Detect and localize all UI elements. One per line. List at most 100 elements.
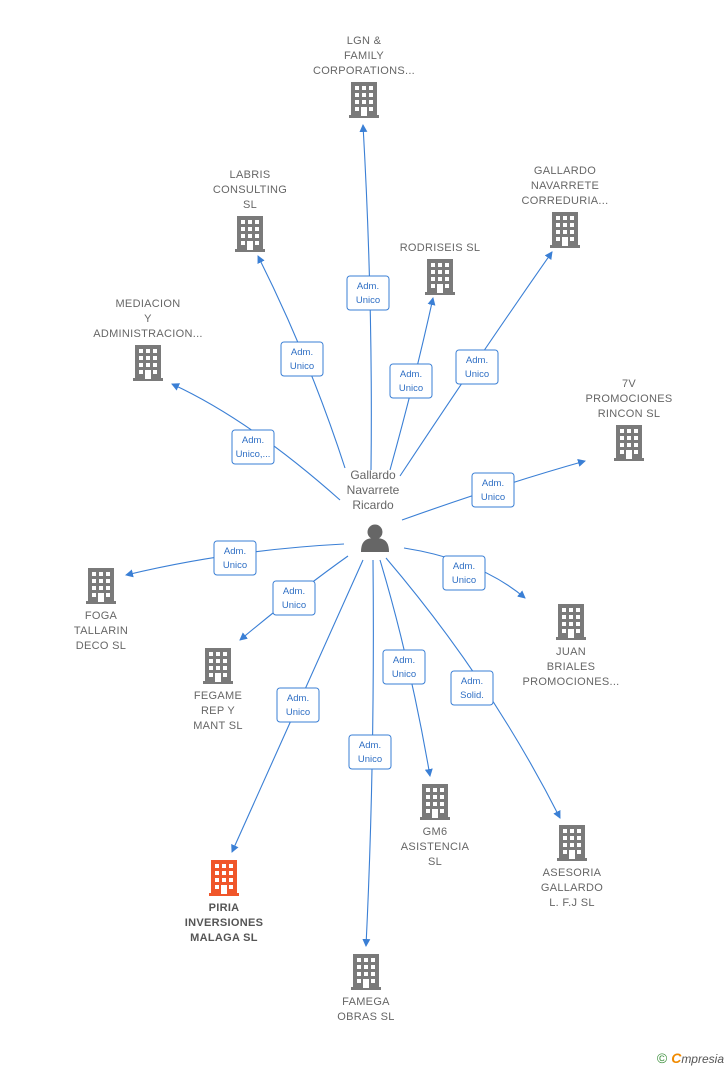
company-node-foga[interactable]: FOGA TALLARIN DECO SL <box>74 568 128 652</box>
company-name-line: GALLARDO <box>534 165 596 177</box>
relation-badge-labris[interactable]: Adm.Unico <box>280 341 324 377</box>
company-name-line: BRIALES <box>547 661 596 673</box>
relation-text: Adm. <box>224 546 246 557</box>
relation-text: Adm. <box>453 561 475 572</box>
relation-text: Adm. <box>242 435 264 446</box>
relation-text: Unico <box>358 754 382 765</box>
company-name-line: FOGA <box>85 610 118 622</box>
relation-text: Unico <box>452 575 476 586</box>
company-node-rodriseis[interactable]: RODRISEIS SL <box>400 242 481 295</box>
relation-text: Unico <box>223 560 247 571</box>
company-name-line: SL <box>243 199 257 211</box>
relation-text: Unico <box>392 669 416 680</box>
building-icon <box>556 604 586 640</box>
building-icon <box>209 860 239 896</box>
company-name-line: GM6 <box>423 826 448 838</box>
company-name-line: FAMILY <box>344 50 384 62</box>
company-name-line: SL <box>428 856 442 868</box>
relation-text: Adm. <box>400 369 422 380</box>
relation-badge-foga[interactable]: Adm. Unico <box>213 540 257 576</box>
relation-text: Adm. <box>287 693 309 704</box>
company-name-line: OBRAS SL <box>337 1011 394 1023</box>
company-name-line: PIRIA <box>209 902 240 914</box>
building-icon <box>235 216 265 252</box>
relation-text: Adm. <box>291 347 313 358</box>
company-name-line: INVERSIONES <box>185 917 264 929</box>
relation-badge-piria[interactable]: Adm. Unico <box>276 687 320 723</box>
relation-text: Unico <box>481 492 505 503</box>
relation-text: Solid. <box>460 690 484 701</box>
building-icon <box>420 784 450 820</box>
copyright-symbol: © <box>656 1050 668 1066</box>
relation-text: Adm. <box>466 355 488 366</box>
person-icon <box>361 524 389 552</box>
building-icon <box>203 648 233 684</box>
company-name-line: CORREDURIA... <box>521 195 608 207</box>
company-node-famega[interactable]: FAMEGA OBRAS SL <box>337 954 394 1023</box>
company-node-7v[interactable]: 7V PROMOCIONES RINCON SL <box>585 378 672 461</box>
company-name-line: ADMINISTRACION... <box>93 328 203 340</box>
relation-text: Adm. <box>461 676 483 687</box>
relation-badge-rodriseis[interactable]: Adm. Unico <box>389 363 433 399</box>
relation-text: Adm. <box>393 655 415 666</box>
edges-layer: Adm.UnicoAdm.UnicoAdm.UnicoAdm.UnicoAdm.… <box>125 124 586 947</box>
company-name-line: 7V <box>622 378 636 390</box>
building-icon <box>351 954 381 990</box>
relation-badge-lgn[interactable]: Adm. Unico <box>346 275 390 311</box>
company-name-line: FAMEGA <box>342 996 390 1008</box>
company-name-line: MEDIACION <box>115 298 180 310</box>
company-name-line: DECO SL <box>76 640 126 652</box>
building-icon <box>349 82 379 118</box>
footer-brand: © Cmpresia <box>657 1050 724 1066</box>
relation-badge-mediacion[interactable]: Adm. Unico,... <box>231 429 275 465</box>
relation-badge-fegame[interactable]: Adm.Unico <box>272 580 316 616</box>
relation-text: Unico <box>465 369 489 380</box>
company-name-line: ASISTENCIA <box>401 841 470 853</box>
relation-text: Unico <box>399 383 423 394</box>
relation-text: Adm. <box>357 281 379 292</box>
company-name-line: NAVARRETE <box>531 180 599 192</box>
relation-badge-7v[interactable]: Adm. Unico <box>471 472 515 508</box>
company-name-line: GALLARDO <box>541 882 603 894</box>
relation-text: Adm. <box>482 478 504 489</box>
brand-logo[interactable]: Cmpresia <box>671 1050 724 1066</box>
company-name-line: RINCON SL <box>598 408 661 420</box>
building-icon <box>557 825 587 861</box>
relation-badge-gallardo-navarrete[interactable]: Adm. Unico <box>455 349 499 385</box>
relation-text: Unico,... <box>236 449 271 460</box>
company-name-line: Y <box>144 313 152 325</box>
company-name-line: PROMOCIONES <box>585 393 672 405</box>
company-name-line: L. F.J SL <box>549 897 595 909</box>
building-icon <box>425 259 455 295</box>
relation-text: Unico <box>286 707 310 718</box>
company-name-line: LGN & <box>347 35 382 47</box>
relation-badge-juan-briales[interactable]: Adm. Unico <box>442 555 486 591</box>
company-node-lgn[interactable]: LGN & FAMILY CORPORATIONS... <box>313 35 415 118</box>
company-name-line: REP Y <box>201 705 235 717</box>
company-name-line: TALLARIN <box>74 625 128 637</box>
building-icon <box>614 425 644 461</box>
building-icon <box>86 568 116 604</box>
company-name-line: LABRIS <box>230 169 271 181</box>
center-name-line: Navarrete <box>347 483 400 497</box>
relation-text: Unico <box>282 600 306 611</box>
relation-badge-asesoria[interactable]: Adm. Solid. <box>450 670 494 706</box>
company-name-line: FEGAME <box>194 690 242 702</box>
company-node-mediacion[interactable]: MEDIACION Y ADMINISTRACION... <box>93 298 203 381</box>
company-node-gallardo-navarrete[interactable]: GALLARDO NAVARRETE CORREDURIA... <box>521 165 608 248</box>
relation-text: Unico <box>356 295 380 306</box>
company-name-line: JUAN <box>556 646 586 658</box>
company-name-line: CORPORATIONS... <box>313 65 415 77</box>
relation-badge-famega[interactable]: Adm.Unico <box>348 734 392 770</box>
company-node-juan-briales[interactable]: JUANBRIALESPROMOCIONES... <box>522 604 619 688</box>
building-icon <box>550 212 580 248</box>
relation-badge-gm6[interactable]: Adm. Unico <box>382 649 426 685</box>
